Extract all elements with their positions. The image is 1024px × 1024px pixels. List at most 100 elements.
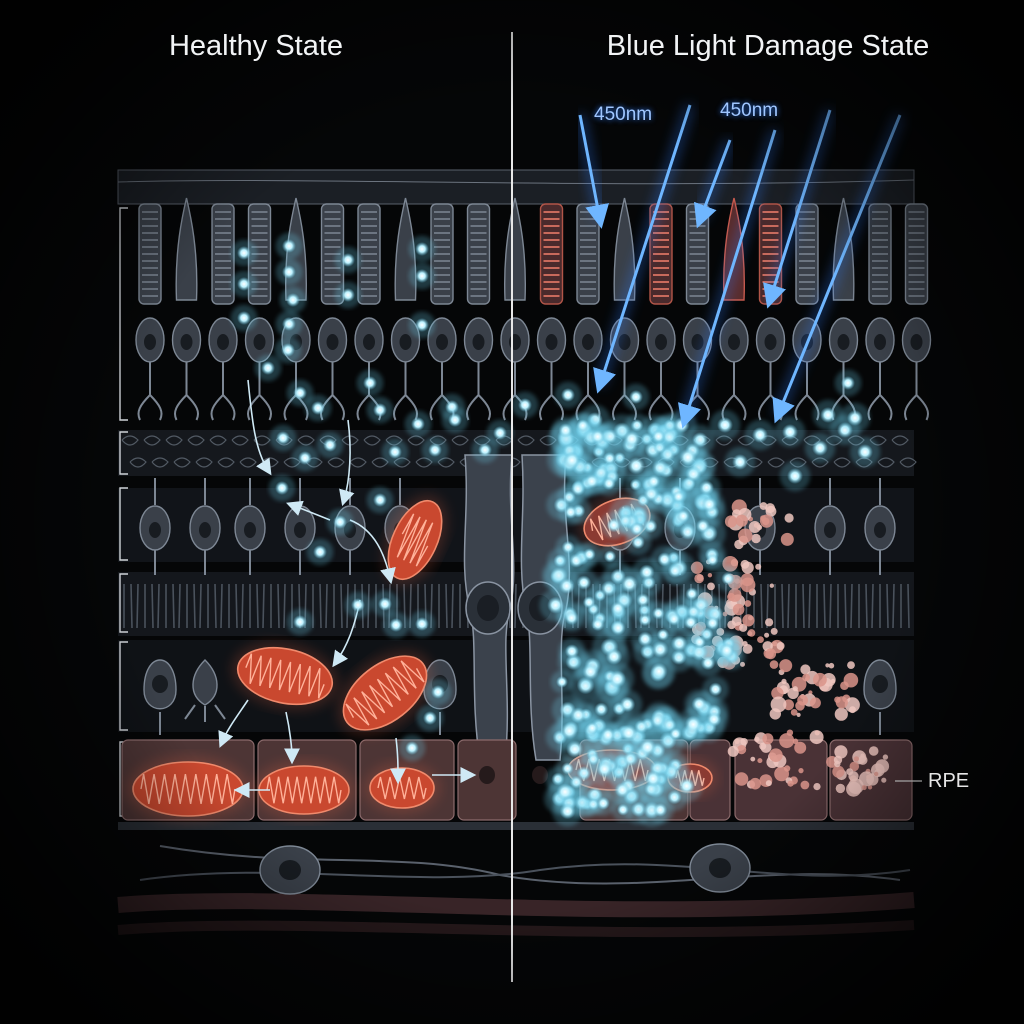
damage-debris — [765, 780, 772, 787]
ros-particle — [237, 246, 251, 260]
ros-particle — [351, 598, 365, 612]
ros-particle — [672, 490, 685, 503]
ros-particle — [610, 620, 626, 636]
photoreceptor-cone-icon — [390, 197, 421, 421]
damage-state-title: Blue Light Damage State — [606, 30, 930, 62]
ros-particle — [415, 242, 429, 256]
ros-particle — [411, 417, 425, 431]
photoreceptor-cone-icon — [171, 197, 202, 421]
ros-particle — [685, 587, 699, 601]
ros-particle — [653, 802, 668, 818]
damage-debris — [861, 785, 867, 791]
damage-debris — [835, 696, 848, 709]
ros-particle — [363, 376, 377, 390]
damage-debris — [874, 771, 879, 777]
damage-debris — [769, 660, 779, 669]
damage-debris — [848, 778, 864, 794]
ros-particle — [820, 407, 836, 423]
ros-particle — [590, 429, 605, 444]
ros-particle — [637, 631, 653, 647]
ros-particle — [620, 575, 639, 593]
ros-particle — [706, 553, 719, 567]
ros-particle — [608, 670, 627, 688]
ganglion-cell-icon — [259, 845, 321, 895]
ros-particle — [596, 760, 613, 778]
damage-debris — [769, 583, 774, 588]
ros-particle — [614, 782, 631, 798]
ros-particle — [237, 277, 251, 291]
ros-particle — [706, 711, 722, 727]
damage-debris — [882, 754, 889, 760]
ros-particle — [585, 721, 599, 735]
ros-particle — [721, 571, 735, 586]
damage-debris — [738, 528, 753, 543]
ros-particle — [679, 448, 697, 467]
damage-debris — [769, 748, 783, 762]
ros-particle — [323, 438, 337, 452]
ros-particle — [282, 265, 296, 279]
ros-particle — [561, 388, 575, 402]
damage-debris — [765, 618, 774, 627]
blue-light-arrow-icon — [593, 104, 692, 394]
ros-particle — [684, 715, 702, 734]
ros-particle — [644, 770, 662, 787]
ros-particle — [341, 288, 355, 302]
damage-debris — [809, 730, 824, 745]
ros-particle — [606, 517, 621, 533]
ros-particle — [564, 610, 579, 626]
ros-particle — [564, 644, 580, 659]
damage-debris — [800, 780, 810, 790]
ros-particle — [415, 269, 429, 283]
photoreceptor-rod-icon — [427, 203, 457, 421]
ros-particle — [281, 343, 295, 357]
ros-particle — [695, 518, 711, 534]
damage-debris — [881, 777, 887, 783]
ros-particle — [651, 429, 666, 444]
ros-particle — [629, 390, 643, 404]
ros-particle — [656, 628, 670, 641]
damage-debris — [798, 768, 804, 774]
damage-debris — [740, 573, 754, 587]
ros-particle — [405, 741, 419, 755]
damage-debris — [742, 614, 755, 627]
ros-particle — [623, 430, 641, 448]
ros-particle — [619, 696, 636, 713]
ros-particle — [812, 440, 828, 456]
photoreceptor-row — [135, 197, 932, 421]
damage-debris — [834, 707, 848, 721]
damage-debris — [796, 712, 801, 718]
ros-particle — [584, 473, 600, 489]
damage-debris — [779, 733, 795, 749]
ros-particle — [378, 597, 392, 611]
ros-particle — [752, 427, 768, 443]
ros-particle — [717, 417, 733, 433]
damage-debris — [797, 694, 808, 706]
damage-debris — [853, 756, 860, 762]
ros-particle — [582, 663, 599, 680]
ros-particle — [847, 410, 863, 426]
photoreceptor-rod-icon — [901, 203, 932, 421]
ros-particle — [693, 635, 706, 649]
ros-particle — [341, 253, 355, 267]
ros-particle — [282, 239, 296, 253]
ros-particle — [676, 509, 690, 523]
damage-debris — [786, 729, 794, 736]
ros-particle — [275, 481, 289, 495]
damage-debris — [860, 753, 865, 758]
ros-particle — [732, 454, 748, 470]
damage-debris — [744, 600, 752, 607]
ros-particle — [576, 575, 592, 590]
damage-debris — [707, 582, 715, 591]
ros-particle — [616, 803, 630, 816]
ros-particle — [389, 618, 403, 632]
ros-particle — [373, 493, 387, 507]
damage-debris — [813, 672, 827, 687]
ros-particle — [298, 451, 312, 465]
ros-particle — [428, 443, 442, 457]
ros-particle — [563, 451, 581, 469]
ros-particle — [311, 401, 325, 415]
damage-debris — [787, 780, 794, 787]
damage-debris — [779, 659, 793, 673]
